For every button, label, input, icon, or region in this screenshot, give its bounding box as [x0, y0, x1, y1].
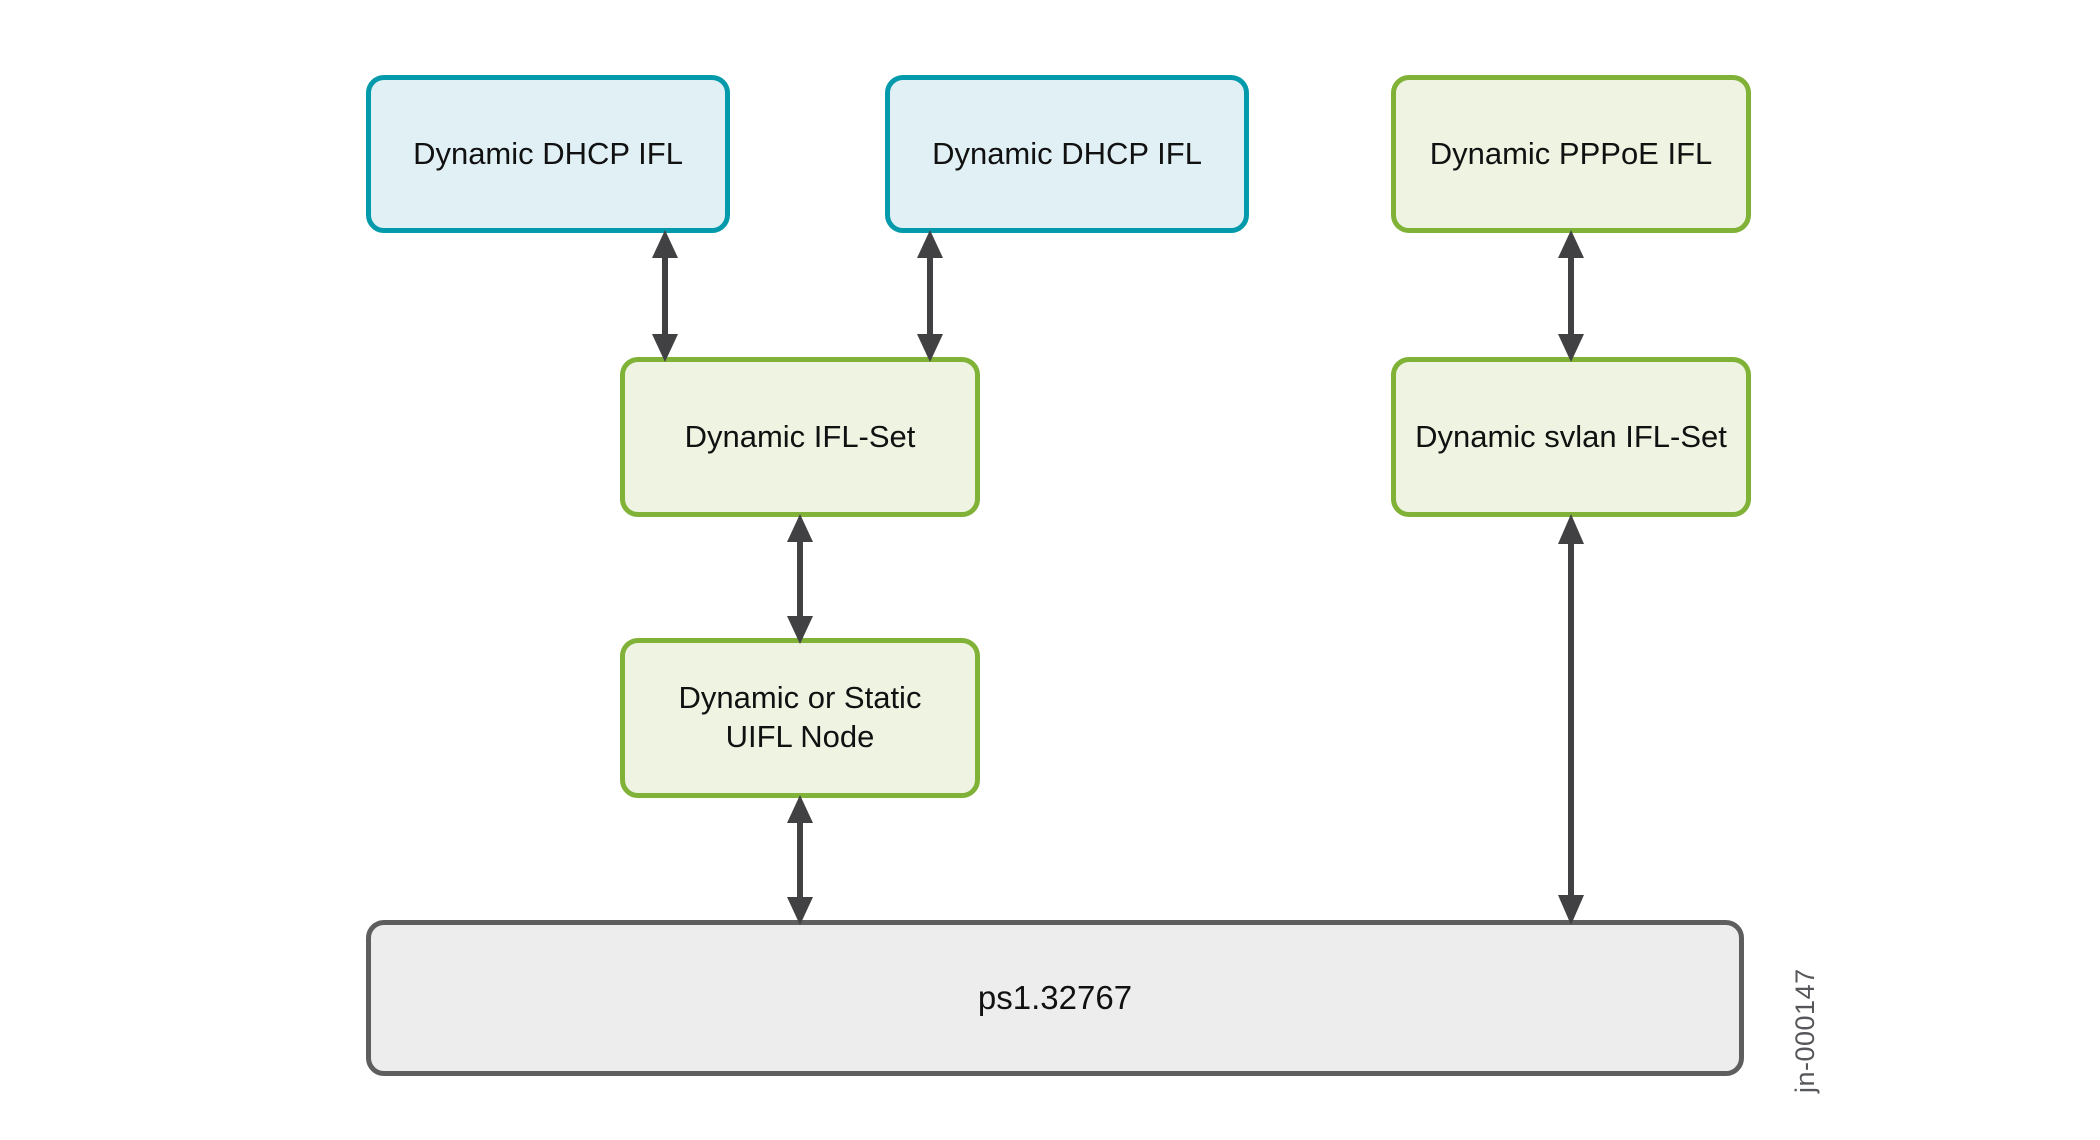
node-dynamic-dhcp-ifl-left: Dynamic DHCP IFL	[366, 75, 730, 233]
node-label: Dynamic or Static UIFL Node	[678, 680, 922, 754]
connection-dhcp-ifl-right-to-ifl-set	[917, 230, 943, 362]
connection-pppoe-ifl-to-svlan-ifl-set	[1558, 230, 1584, 362]
figure-id-watermark: jn-000147	[1790, 968, 1820, 1093]
node-dynamic-svlan-ifl-set: Dynamic svlan IFL-Set	[1391, 357, 1751, 517]
connection-ifl-set-to-uifl-node	[787, 514, 813, 644]
node-ps-interface: ps1.32767	[366, 920, 1744, 1076]
node-dynamic-pppoe-ifl: Dynamic PPPoE IFL	[1391, 75, 1751, 233]
node-dynamic-ifl-set: Dynamic IFL-Set	[620, 357, 980, 517]
connection-dhcp-ifl-left-to-ifl-set	[652, 230, 678, 362]
node-label: Dynamic PPPoE IFL	[1429, 135, 1713, 171]
node-label: ps1.32767	[977, 979, 1133, 1017]
node-label: Dynamic DHCP IFL	[413, 135, 683, 171]
connection-svlan-ifl-set-to-ps-interface	[1558, 514, 1584, 925]
connection-uifl-node-to-ps-interface	[787, 795, 813, 925]
node-dynamic-dhcp-ifl-right: Dynamic DHCP IFL	[885, 75, 1249, 233]
node-label: Dynamic DHCP IFL	[932, 135, 1202, 171]
node-dynamic-or-static-uifl-node: Dynamic or Static UIFL Node	[620, 638, 980, 798]
node-label: Dynamic IFL-Set	[684, 418, 916, 454]
node-label: Dynamic svlan IFL-Set	[1415, 418, 1727, 454]
